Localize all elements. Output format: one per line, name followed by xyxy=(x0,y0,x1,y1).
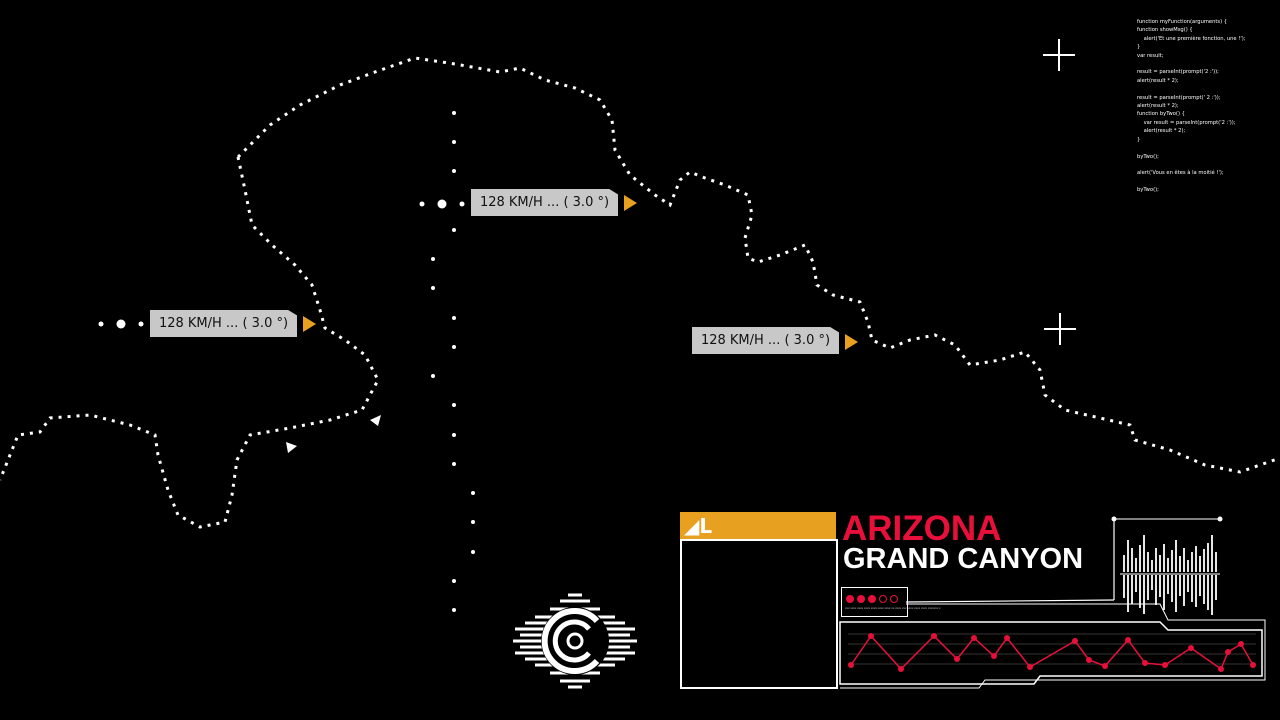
panel-header xyxy=(680,512,836,539)
info-panel xyxy=(680,539,838,689)
crosshair-icon xyxy=(1044,313,1076,345)
play-arrow-icon xyxy=(845,334,858,350)
status-dot xyxy=(857,595,865,603)
route-path-lower xyxy=(0,156,380,529)
marker-dots xyxy=(98,199,465,329)
line-graph xyxy=(839,603,1266,689)
play-arrow-icon xyxy=(303,316,316,332)
code-snippet: function myFunction(arguments) { functio… xyxy=(1137,19,1246,194)
route-path-upper xyxy=(236,56,1280,474)
direction-arrow-icon xyxy=(370,415,381,426)
speed-label: 128 KM/H ... ( 3.0 °) xyxy=(471,189,618,216)
play-arrow-icon xyxy=(624,195,637,211)
status-dot xyxy=(846,595,854,603)
crosshair-icon xyxy=(1043,39,1075,71)
location-place: GRAND CANYON xyxy=(843,543,1084,575)
dot-column xyxy=(431,111,475,612)
speed-label: 128 KM/H ... ( 3.0 °) xyxy=(692,327,839,354)
speed-label: 128 KM/H ... ( 3.0 °) xyxy=(150,310,297,337)
status-caption: xxx xxxx xxxx xxxx xxxx xxxx xxxx xx xxx… xyxy=(845,606,941,610)
status-box xyxy=(841,587,908,617)
al-monogram-icon: ◢L xyxy=(684,514,713,538)
status-dot xyxy=(890,595,898,603)
waveform xyxy=(905,516,1223,615)
concentric-c-emblem-icon xyxy=(513,593,637,689)
status-dot xyxy=(879,595,887,603)
location-state: ARIZONA xyxy=(842,509,1002,548)
status-dots xyxy=(846,595,898,603)
direction-arrow-icon xyxy=(286,442,297,453)
status-dot xyxy=(868,595,876,603)
